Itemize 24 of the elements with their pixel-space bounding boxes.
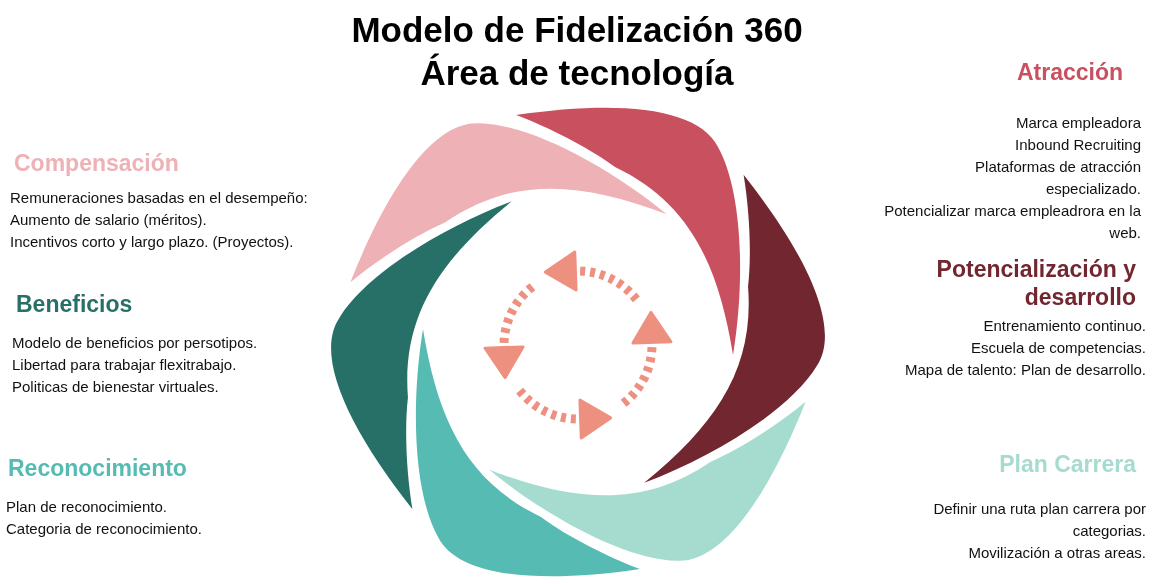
list-item: Plan de reconocimiento. [6, 497, 167, 517]
section-heading: Reconocimiento [8, 454, 187, 482]
list-item: Marca empleadora [1015, 113, 1141, 133]
list-item: Entrenamiento continuo. [983, 316, 1146, 336]
list-item: Escuela de competencias. [970, 338, 1146, 358]
section-heading: Plan Carrera [999, 450, 1136, 478]
list-item: Incentivos corto y largo plazo. (Proyectos). [10, 232, 294, 252]
list-item: Inbound Recruiting [1015, 135, 1141, 155]
list-item: Plataformas de atracción especializado. [974, 157, 1141, 199]
section-heading: Beneficios [16, 290, 133, 318]
list-item: Modelo de beneficios por persotipos. [12, 333, 258, 353]
section-heading: Potencialización y desarrollo [935, 255, 1136, 311]
list-item: Categoria de reconocimiento. [6, 519, 202, 539]
list-item: Libertad para trabajar flexitrabajo. [12, 355, 237, 375]
list-item: Mapa de talento: Plan de desarrollo. [905, 360, 1146, 380]
section-heading: Atracción [1016, 58, 1123, 86]
section-heading: Compensación [14, 149, 179, 177]
list-item: Potencializar marca empleadrora en la web. [883, 201, 1141, 243]
list-item: Remuneraciones basadas en el desempeño: [10, 188, 308, 208]
list-item: Definir una ruta plan carrera por categorias. [932, 499, 1146, 541]
title: Modelo de Fidelización 360 Área de tecnología [350, 9, 804, 94]
list-item: Politicas de bienestar virtuales. [12, 377, 219, 397]
list-item: Aumento de salario (méritos). [10, 210, 207, 230]
list-item: Movilización a otras areas. [968, 543, 1146, 563]
